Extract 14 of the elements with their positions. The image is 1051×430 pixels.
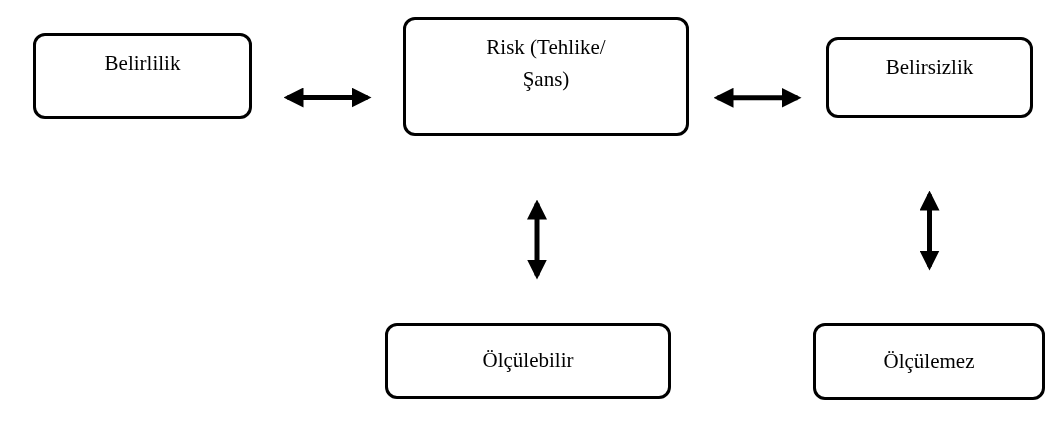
rounded-box xyxy=(403,17,689,136)
rounded-box xyxy=(33,33,252,119)
box-label: Ölçülebilir xyxy=(482,347,574,375)
double-arrow xyxy=(283,87,372,108)
double-arrow xyxy=(527,199,547,280)
box-label: Belirlilik xyxy=(104,50,181,77)
rounded-box xyxy=(813,323,1045,400)
double-arrow xyxy=(713,87,802,108)
box-label: Risk (Tehlike/ Şans) xyxy=(485,34,607,93)
box-label: Ölçülemez xyxy=(883,347,975,375)
rounded-box xyxy=(826,37,1033,118)
rounded-box xyxy=(385,323,671,399)
double-arrow xyxy=(919,190,940,271)
box-label: Belirsizlik xyxy=(885,54,974,81)
